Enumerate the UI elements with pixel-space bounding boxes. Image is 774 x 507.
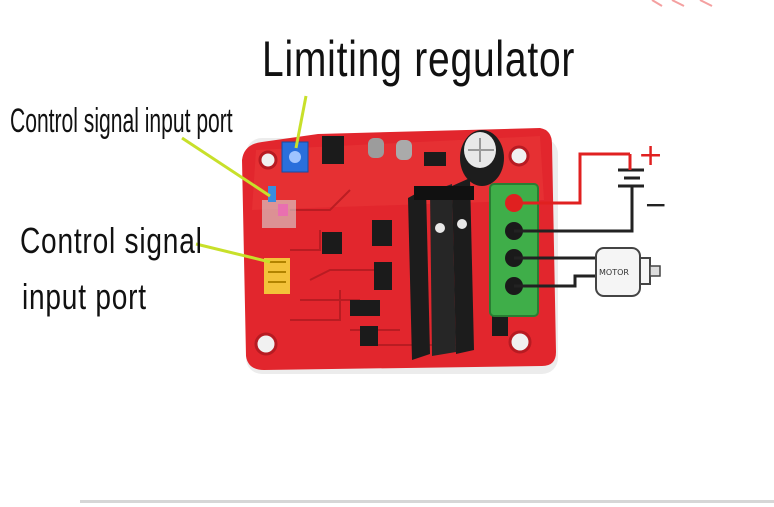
wire-negative — [514, 186, 634, 233]
wire-motor-2 — [514, 274, 602, 288]
small-capacitors — [368, 138, 412, 160]
label-control-port-top: Control signal input port — [10, 102, 233, 140]
mounting-hole-br — [508, 330, 532, 354]
pointer-lines — [181, 95, 308, 264]
mounting-hole-bl — [254, 332, 278, 356]
battery-symbol — [618, 154, 644, 188]
battery-plus-label: + — [638, 138, 664, 173]
wire-positive — [514, 152, 630, 205]
label-limiting-regulator: Limiting regulator — [262, 31, 576, 87]
wiring — [514, 152, 634, 288]
battery-minus-label: − — [644, 188, 668, 221]
capacitor — [460, 130, 504, 186]
mounting-hole-tl — [508, 145, 530, 167]
signal-header — [262, 186, 296, 294]
corner-mark — [651, 0, 713, 7]
motor-label: MOTOR — [599, 268, 629, 277]
mounting-holes — [254, 145, 532, 356]
potentiometer — [281, 141, 309, 173]
terminal-block — [489, 183, 539, 317]
motor-icon: MOTOR — [595, 247, 661, 297]
label-control-port-mid-line2: input port — [22, 276, 147, 317]
label-control-port-mid-line1: Control signal — [20, 220, 203, 261]
pointer-mid-port — [195, 242, 271, 264]
pointer-top-port — [181, 136, 271, 198]
chips — [322, 136, 508, 346]
mounting-hole-tl2 — [258, 150, 278, 170]
heatsinks — [408, 178, 474, 360]
bottom-divider — [80, 500, 774, 503]
pointer-regulator — [294, 95, 308, 149]
